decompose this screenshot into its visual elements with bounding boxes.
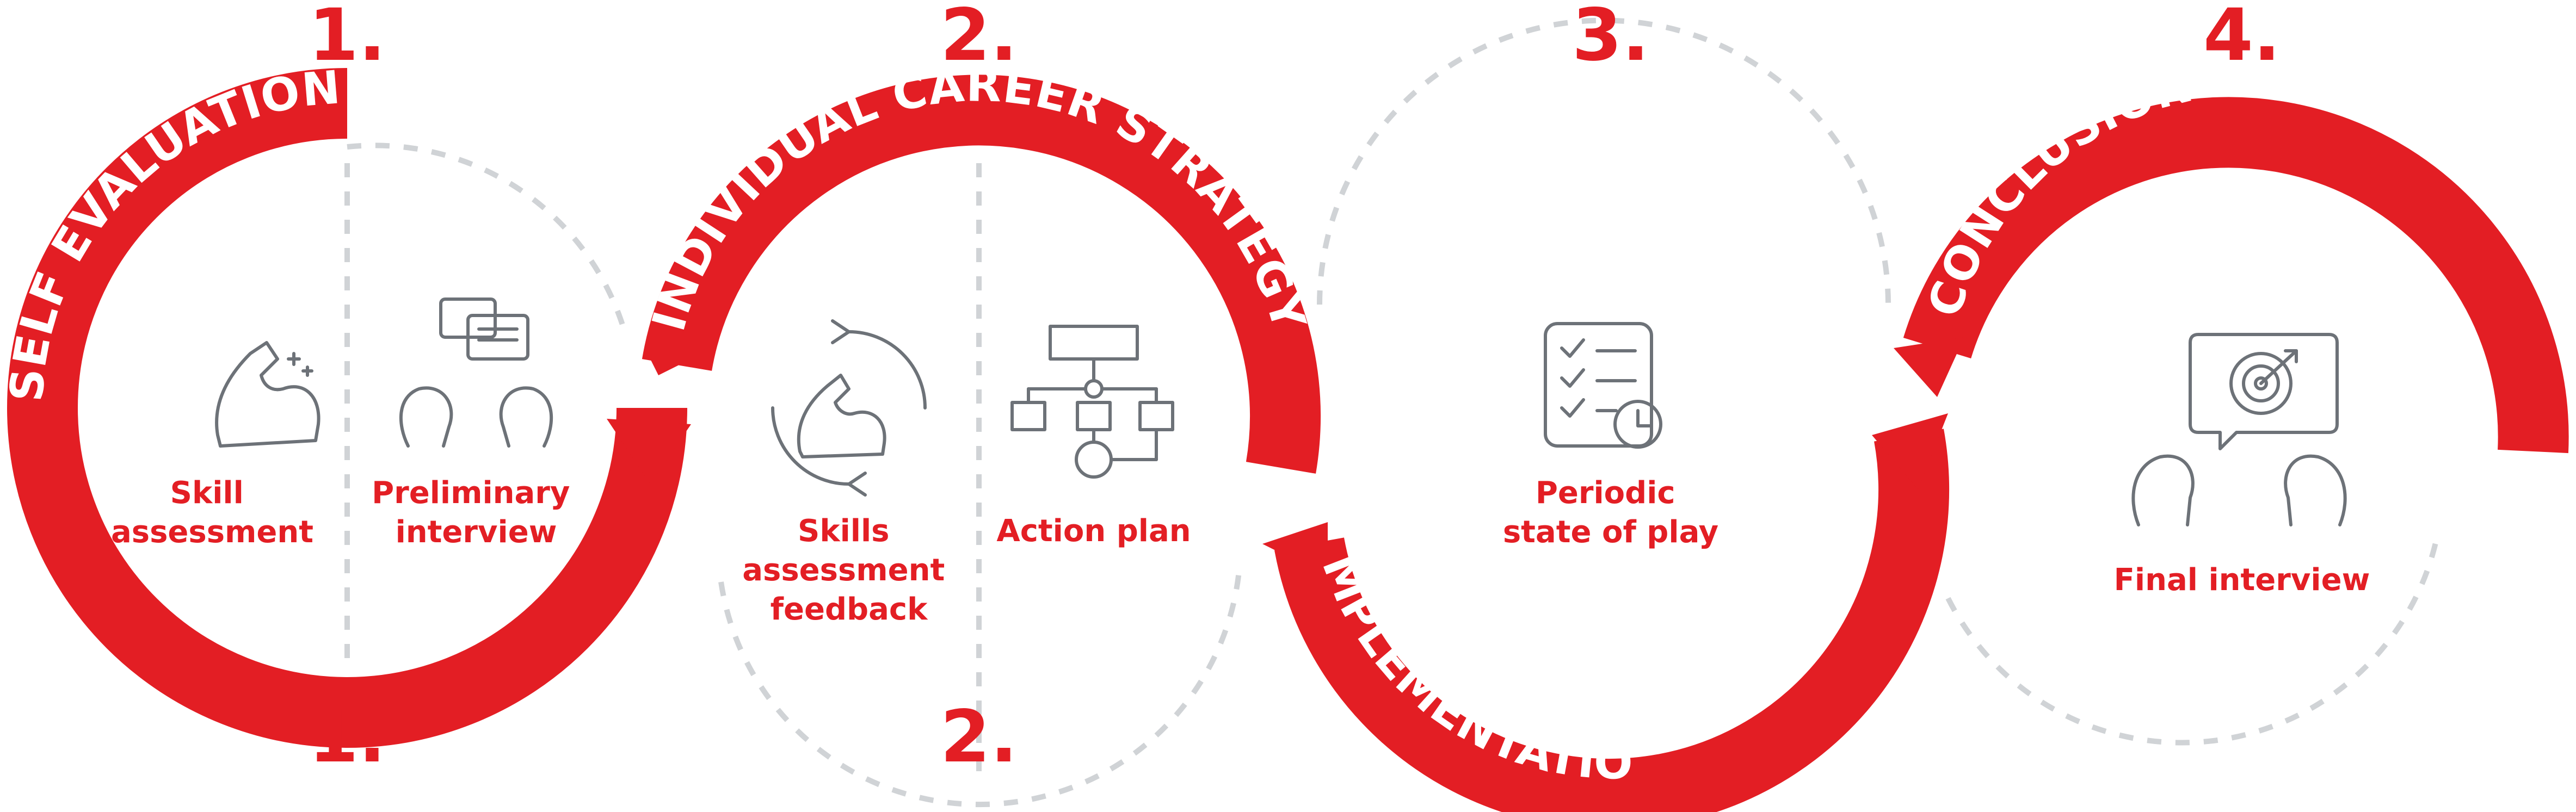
item-label: Action plan <box>996 513 1191 549</box>
checklist-clock-icon <box>1544 322 1662 449</box>
step-4-number-top: 4. <box>2203 0 2281 77</box>
step-1-number-bottom: 1. <box>309 695 386 779</box>
step-4-dashed-arc <box>1945 532 2441 746</box>
step-4-red-arc <box>1903 97 2569 453</box>
item-label: Skills assessment feedback <box>742 513 956 627</box>
step-1-red-arc <box>7 68 687 748</box>
target-interview-icon <box>2131 333 2347 526</box>
step-4-arrow-tip <box>1894 337 1964 397</box>
item-label: Preliminary interview <box>372 475 581 550</box>
step-2-number-bottom: 2. <box>940 695 1018 779</box>
step-2-arrow-tip <box>645 348 713 375</box>
item-label: Skill assessment <box>111 475 313 550</box>
flowchart-icon <box>1010 325 1174 479</box>
step-3-red-arc <box>1274 429 1949 812</box>
step-2-red-arc <box>642 75 1321 474</box>
item-label: Periodic state of play <box>1503 475 1718 550</box>
conversation-icon <box>399 297 553 448</box>
flexed-arm-cycle-icon <box>771 319 927 497</box>
step-2-dashed-arc <box>718 565 1242 808</box>
step-3-dashed-arc <box>1317 17 1891 305</box>
step-1: SELF EVALUATION 1. 1. Skill assessment P… <box>0 0 691 779</box>
step-1-dashed-arc <box>347 142 627 333</box>
step-3-number-top: 3. <box>1572 0 1649 77</box>
step-3-arrow-head <box>1872 413 1948 489</box>
step-4: CONCLUSION 4. Final interview <box>1894 0 2569 746</box>
item-label: Final interview <box>2114 562 2370 598</box>
step-3-arrow-tip <box>1262 522 1328 577</box>
step-1-number-top: 1. <box>309 0 386 77</box>
flexed-arm-icon <box>215 341 321 448</box>
step-1-arrow-tip <box>607 419 691 484</box>
step-1-arc-label: SELF EVALUATION <box>0 60 343 403</box>
step-2-number-top: 2. <box>940 0 1018 77</box>
step-2: INDIVIDUAL CAREER STRATEGY 2. 2. <box>642 0 1321 808</box>
